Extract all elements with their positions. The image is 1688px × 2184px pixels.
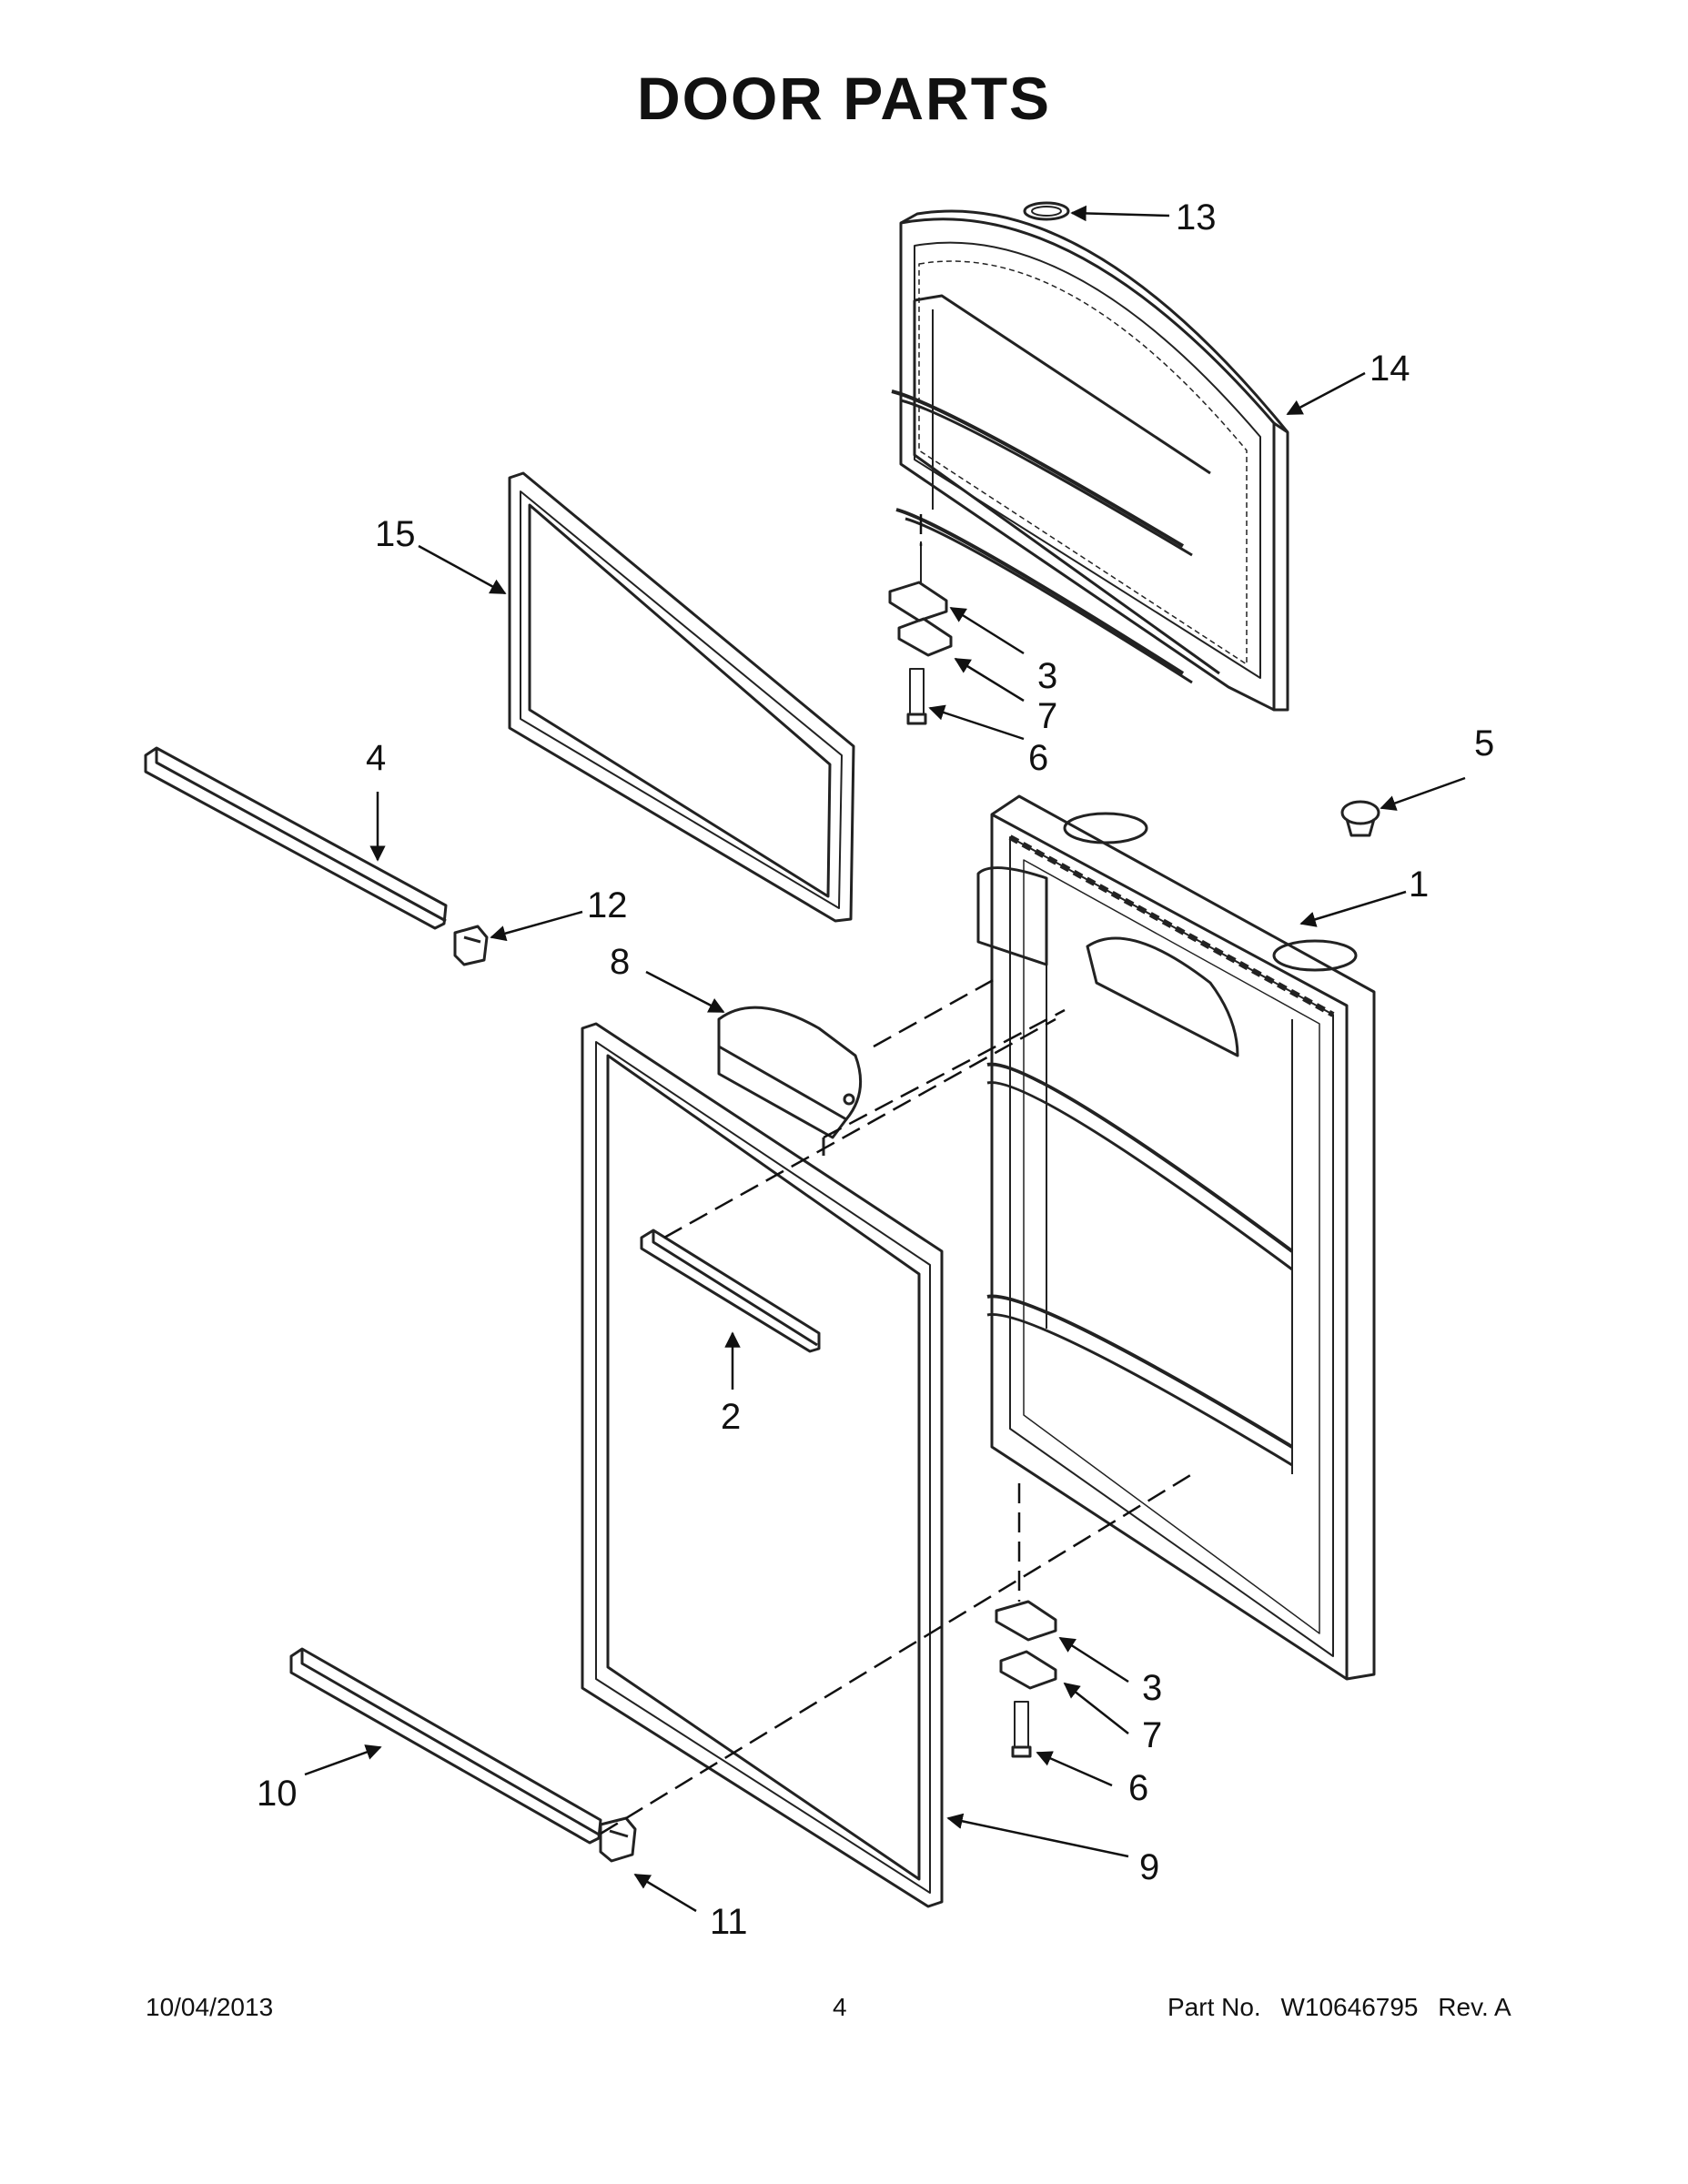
callout-15: 15 [375,514,416,554]
part-5-plug [1340,800,1380,837]
callout-4: 4 [366,738,386,778]
part-9-fresh-food-gasket [581,1022,944,1908]
callout-8: 8 [610,942,630,982]
callout-14: 14 [1370,349,1410,389]
callout-3-lower: 3 [1142,1668,1162,1708]
leader-arrows [304,205,1466,1913]
part-10-strip [289,1647,602,1845]
callout-12: 12 [587,885,628,925]
part-15-freezer-gasket [508,471,855,923]
callout-5: 5 [1474,723,1494,763]
callout-labels: 13 14 15 3 7 6 5 4 1 12 8 2 3 7 6 10 9 1… [257,197,1494,1942]
part-12-clip [453,925,489,966]
footer-date: 10/04/2013 [146,1993,274,2021]
page-title: DOOR PARTS [636,65,1052,132]
part-8-dairy-door [717,1006,863,1156]
callout-1: 1 [1409,864,1429,905]
callout-7-lower: 7 [1142,1715,1162,1755]
part-1-fresh-food-door [976,794,1376,1681]
part-number: W10646795 [1280,1993,1419,2021]
part-2-strip [640,1228,821,1353]
part-label: Part No. [1167,1993,1261,2021]
callout-6-lower: 6 [1128,1768,1148,1808]
footer-page-number: 4 [833,1993,847,2021]
callout-3-upper: 3 [1037,656,1057,696]
part-13-cap [1023,201,1070,221]
callout-10: 10 [257,1774,298,1814]
callout-13: 13 [1176,197,1217,238]
revision: Rev. A [1438,1993,1511,2021]
part-4-strip [144,746,448,930]
lower-hinge-assembly [995,1600,1057,1758]
part-11-clip [599,1816,637,1863]
footer-part-number: Part No. W10646795 Rev. A [1167,1993,1524,2022]
upper-hinge-assembly [888,541,953,725]
assembly-lines [600,514,1193,1835]
callout-6-upper: 6 [1028,738,1048,778]
callout-9: 9 [1139,1847,1159,1887]
part-14-freezer-door [891,209,1289,712]
callout-11: 11 [710,1902,748,1942]
callout-2: 2 [721,1397,741,1437]
callout-7-upper: 7 [1037,696,1057,736]
